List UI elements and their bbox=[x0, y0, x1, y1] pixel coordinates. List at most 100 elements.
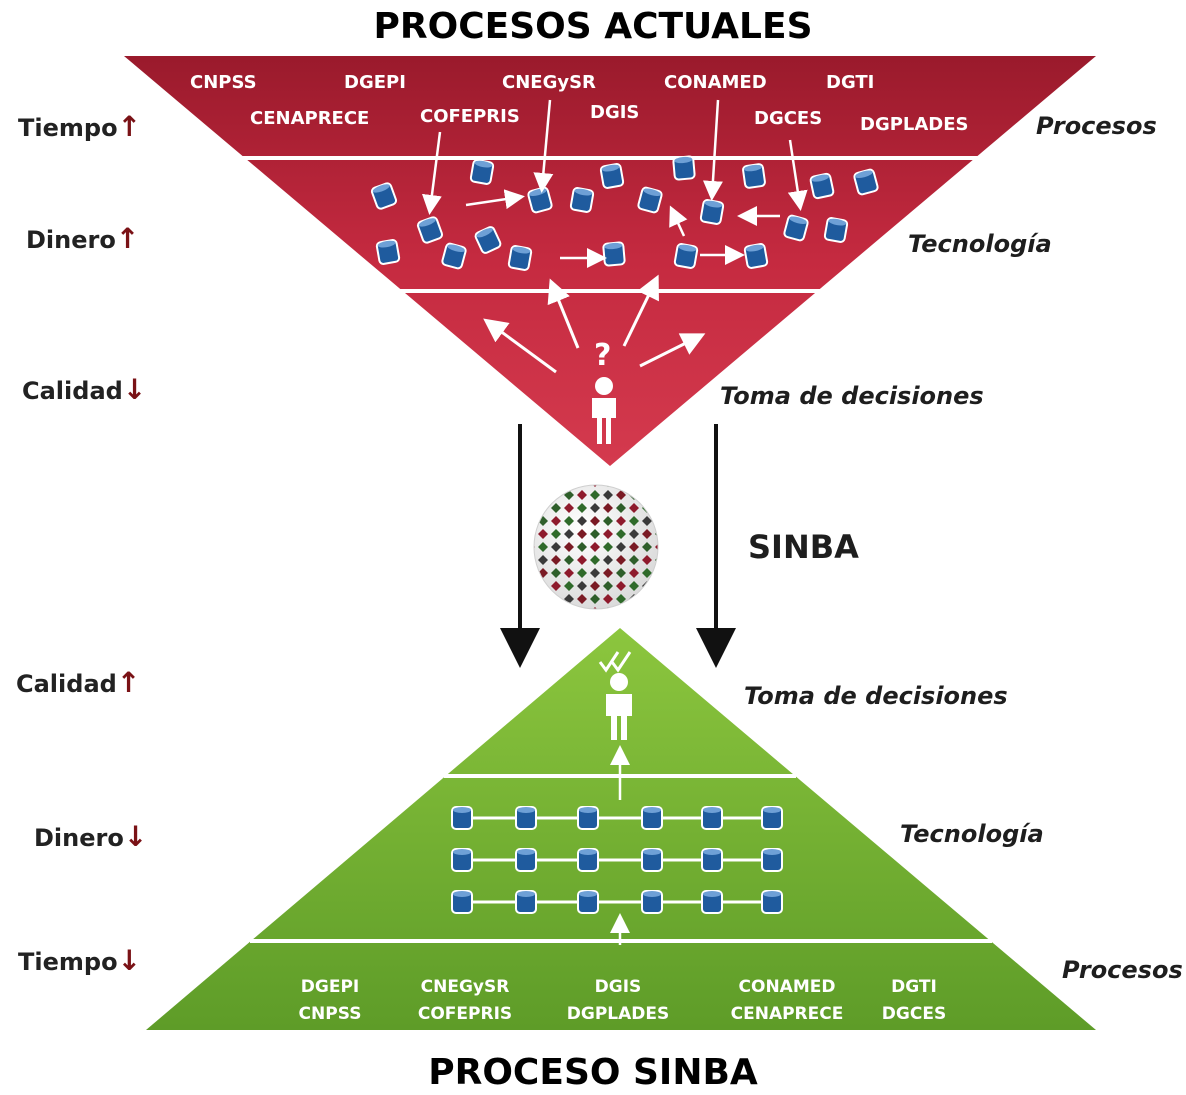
database-icon bbox=[637, 186, 663, 214]
globe-cell bbox=[551, 568, 561, 578]
globe-cell bbox=[642, 568, 652, 578]
globe-cell bbox=[577, 542, 587, 552]
globe-cell bbox=[655, 485, 658, 487]
database-icon bbox=[577, 890, 599, 914]
globe-cell bbox=[577, 581, 587, 591]
globe-cell bbox=[577, 529, 587, 539]
org-label: CNPSS bbox=[190, 72, 257, 93]
org-label: DGCES bbox=[881, 1004, 947, 1024]
globe-cell bbox=[603, 503, 613, 513]
globe-cell bbox=[534, 485, 535, 487]
globe-cell bbox=[590, 503, 600, 513]
org-pair: CNEGySR COFEPRIS bbox=[410, 974, 520, 1028]
globe-cell bbox=[603, 516, 613, 526]
top-database-cluster bbox=[370, 155, 879, 271]
database-icon bbox=[641, 806, 663, 830]
down-arrow-icon: ↓ bbox=[117, 944, 142, 977]
org-label: DGPLADES bbox=[566, 1004, 670, 1024]
org-label: DGEPI bbox=[300, 977, 360, 997]
globe-cell bbox=[616, 503, 626, 513]
globe-cell bbox=[564, 529, 574, 539]
globe-cell bbox=[577, 594, 587, 604]
globe-cell bbox=[551, 542, 561, 552]
globe-cell bbox=[642, 594, 652, 604]
database-icon bbox=[641, 890, 663, 914]
org-pair: CONAMED CENAPRECE bbox=[722, 974, 852, 1028]
down-arrow-icon: ↓ bbox=[122, 373, 147, 406]
globe-cell bbox=[616, 581, 626, 591]
top-title: PROCESOS ACTUALES bbox=[373, 6, 813, 47]
globe-cell bbox=[629, 607, 639, 609]
globe-cell bbox=[577, 516, 587, 526]
globe-cell bbox=[616, 568, 626, 578]
globe-cell bbox=[564, 607, 574, 609]
database-icon bbox=[641, 848, 663, 872]
org-label: CNPSS bbox=[298, 1004, 362, 1024]
sinba-label: SINBA bbox=[748, 528, 859, 566]
up-arrow-icon: ↑ bbox=[117, 110, 142, 143]
database-icon bbox=[441, 242, 467, 270]
bottom-side-text: Tiempo bbox=[18, 948, 118, 976]
globe-cell bbox=[534, 503, 535, 513]
bottom-layer-decisiones: Toma de decisiones bbox=[744, 682, 1008, 710]
bottom-title: PROCESO SINBA bbox=[428, 1052, 758, 1093]
globe-cell bbox=[551, 607, 561, 609]
globe-cell bbox=[551, 485, 561, 487]
globe-cell bbox=[577, 503, 587, 513]
globe-cell bbox=[590, 568, 600, 578]
top-side-text: Dinero bbox=[26, 226, 116, 254]
database-icon bbox=[515, 806, 537, 830]
database-icon bbox=[761, 890, 783, 914]
database-icon bbox=[451, 806, 473, 830]
globe-cell bbox=[564, 516, 574, 526]
globe-cell bbox=[629, 568, 639, 578]
globe-cell bbox=[590, 490, 600, 500]
database-icon bbox=[451, 890, 473, 914]
database-icon bbox=[451, 848, 473, 872]
globe-cell bbox=[629, 581, 639, 591]
database-icon bbox=[742, 163, 766, 189]
org-label: DGPLADES bbox=[860, 114, 969, 135]
globe-cell bbox=[577, 490, 587, 500]
globe-cell bbox=[642, 555, 652, 565]
bottom-side-label-calidad: Calidad↑ bbox=[16, 666, 140, 699]
top-layer-decisiones: Toma de decisiones bbox=[720, 382, 984, 410]
org-label: CENAPRECE bbox=[250, 108, 370, 129]
globe-cell bbox=[616, 529, 626, 539]
bottom-side-label-dinero: Dinero↓ bbox=[34, 820, 147, 853]
globe-cell bbox=[603, 581, 613, 591]
org-label: DGTI bbox=[826, 72, 875, 93]
globe-cell bbox=[551, 555, 561, 565]
database-icon bbox=[809, 172, 835, 200]
globe-cell bbox=[655, 503, 658, 513]
org-label: CNEGySR bbox=[502, 72, 596, 93]
globe-cell bbox=[655, 490, 658, 500]
globe-cell bbox=[655, 607, 658, 609]
bottom-person-icon bbox=[606, 673, 632, 740]
globe-cell bbox=[564, 555, 574, 565]
database-icon bbox=[515, 890, 537, 914]
globe-cell bbox=[577, 555, 587, 565]
database-icon bbox=[673, 243, 699, 269]
globe-cell bbox=[616, 555, 626, 565]
globe-cell bbox=[590, 581, 600, 591]
globe-cell bbox=[603, 542, 613, 552]
database-icon bbox=[743, 243, 769, 269]
globe-cell bbox=[603, 568, 613, 578]
globe-cell bbox=[590, 516, 600, 526]
org-label: CNEGySR bbox=[420, 977, 510, 997]
globe-cell bbox=[616, 485, 626, 487]
bottom-pyramid bbox=[146, 628, 1096, 1030]
database-icon bbox=[701, 848, 723, 872]
down-arrow-icon: ↓ bbox=[123, 820, 148, 853]
up-arrow-icon: ↑ bbox=[116, 666, 141, 699]
top-layer-procesos: Procesos bbox=[1036, 112, 1157, 140]
globe-cell bbox=[603, 529, 613, 539]
org-label: DGTI bbox=[891, 977, 937, 997]
question-mark-icon: ? bbox=[594, 338, 612, 373]
globe-cell bbox=[534, 555, 535, 565]
org-pair: DGIS DGPLADES bbox=[560, 974, 676, 1028]
database-icon bbox=[370, 182, 398, 210]
